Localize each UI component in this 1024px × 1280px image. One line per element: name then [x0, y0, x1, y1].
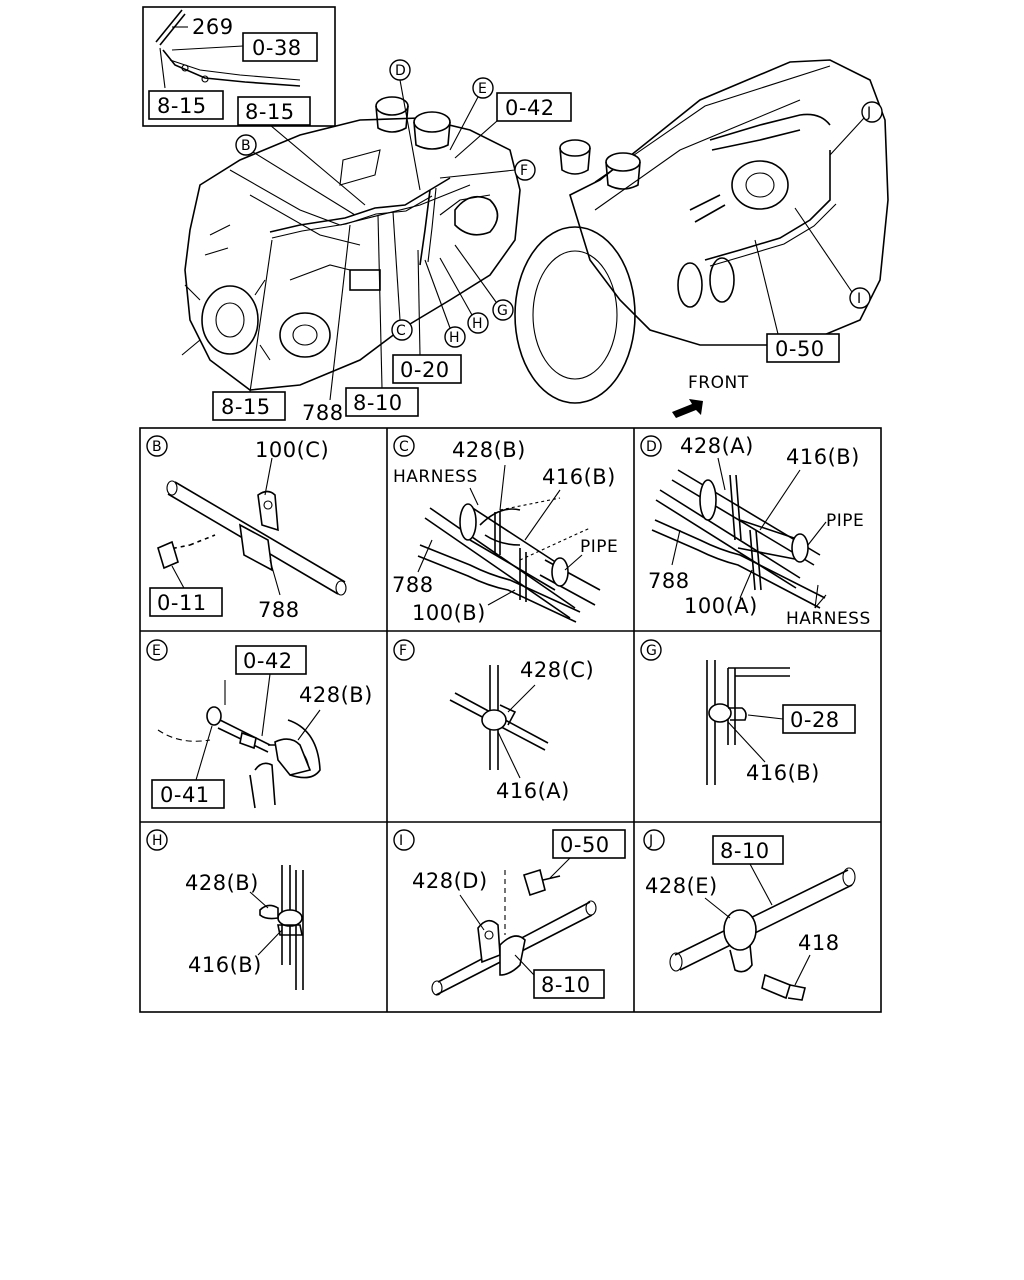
overview-section: 269 0-38 8-15 [142, 6, 889, 425]
harness-routing-left [269, 177, 451, 266]
detail-H-clip-label: 416(B) [188, 953, 262, 977]
detail-C-clip-label: 416(B) [542, 465, 616, 489]
front-arrow-icon [672, 399, 703, 418]
ref-0-42: 0-42 [505, 96, 555, 120]
detail-grid [139, 427, 882, 1013]
detail-D-harness-label: HARNESS [786, 609, 871, 629]
detail-B-pipe-label: 788 [258, 598, 300, 622]
detail-B: B 100(C) 788 0-11 [146, 435, 347, 622]
engine-right-drawing [514, 59, 889, 404]
detail-I-ref-bottom: 8-10 [541, 973, 591, 997]
detail-B-ref: 0-11 [157, 591, 207, 615]
detail-I: I 0-50 428(D) 8-10 [393, 829, 626, 999]
detail-J-id: J [648, 833, 653, 849]
detail-H-band-label: 428(B) [185, 871, 259, 895]
callout-H-2: H [449, 330, 460, 346]
detail-E: E 0-42 428(B) 0-41 [146, 639, 373, 809]
inset-ref-box-top [242, 32, 318, 62]
detail-E-id: E [152, 643, 161, 659]
inset-part-label: 269 [192, 15, 234, 39]
inset-detail: 269 0-38 8-15 [142, 6, 336, 127]
front-label: FRONT [688, 373, 749, 393]
callout-C: C [396, 323, 406, 339]
detail-I-id: I [399, 833, 403, 849]
callout-E: E [478, 81, 487, 97]
detail-H: H 428(B) 416(B) [146, 829, 304, 990]
detail-D-clip-label: 416(B) [786, 445, 860, 469]
detail-C-clamp-label: 100(B) [412, 601, 486, 625]
detail-J-bolt-label: 418 [798, 931, 840, 955]
detail-C-pipe-label: 788 [392, 573, 434, 597]
callout-J: J [866, 105, 871, 121]
detail-G-id: G [646, 643, 657, 659]
ref-8-15-bottom: 8-15 [221, 395, 271, 419]
detail-E-band-label: 428(B) [299, 683, 373, 707]
detail-C-pipe-word: PIPE [580, 537, 618, 557]
detail-C-id: C [399, 439, 409, 455]
callout-H-1: H [472, 316, 483, 332]
callout-B: B [241, 138, 251, 154]
detail-G-ref: 0-28 [790, 708, 840, 732]
detail-F-band-label: 428(C) [520, 658, 594, 682]
detail-B-id: B [152, 439, 162, 455]
detail-D-pipe-label: 788 [648, 569, 690, 593]
ref-8-10: 8-10 [353, 391, 403, 415]
detail-D-clamp-label: 100(A) [684, 594, 758, 618]
ref-8-15-top: 8-15 [245, 100, 295, 124]
detail-C-band-label: 428(B) [452, 438, 526, 462]
detail-F-clip-label: 416(A) [496, 779, 570, 803]
callout-F: F [520, 163, 528, 179]
detail-D-band-label: 428(A) [680, 434, 754, 458]
detail-E-ref-top: 0-42 [243, 649, 293, 673]
callout-G: G [497, 303, 508, 319]
detail-D: D 428(A) 416(B) PIPE 788 100(A) HARNESS [640, 434, 871, 629]
inset-ref-box-bottom [148, 90, 224, 120]
detail-D-pipe-word: PIPE [826, 511, 864, 531]
callout-D: D [395, 63, 406, 79]
detail-E-ref-bottom: 0-41 [160, 783, 210, 807]
detail-I-band-label: 428(D) [412, 869, 488, 893]
detail-G: G 0-28 416(B) [640, 639, 856, 785]
detail-J-band-label: 428(E) [645, 874, 718, 898]
detail-C-harness-label: HARNESS [393, 467, 478, 487]
inset-ref-top: 0-38 [252, 36, 302, 60]
callout-I: I [857, 291, 861, 307]
ref-0-20: 0-20 [400, 358, 450, 382]
detail-J-ref-top: 8-10 [720, 839, 770, 863]
detail-B-clamp-label: 100(C) [255, 438, 329, 462]
detail-F-id: F [399, 643, 407, 659]
front-indicator: FRONT [672, 373, 749, 418]
detail-G-clip-label: 416(B) [746, 761, 820, 785]
detail-H-id: H [152, 833, 163, 849]
detail-D-id: D [646, 439, 657, 455]
engine-left-drawing [181, 96, 521, 391]
ref-0-50: 0-50 [775, 337, 825, 361]
detail-C: C HARNESS 428(B) 416(B) PIPE 788 100(B) [392, 435, 618, 625]
detail-F: F 428(C) 416(A) [393, 639, 594, 803]
detail-J: J 8-10 428(E) 418 [643, 829, 856, 1001]
overview-callouts: D E B F G H H C J [235, 59, 883, 348]
inset-ref-bottom: 8-15 [157, 94, 207, 118]
part-788: 788 [302, 401, 344, 425]
detail-I-ref-top: 0-50 [560, 833, 610, 857]
overview-refs: 8-15 0-42 0-20 8-15 788 8-10 0-50 [212, 92, 840, 425]
